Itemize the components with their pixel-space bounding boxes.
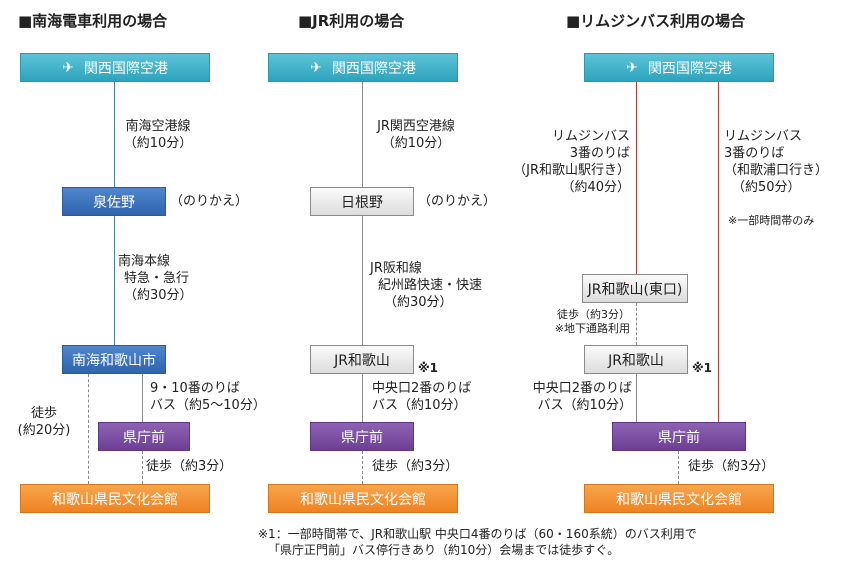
- limousine-station-box: JR和歌山: [584, 345, 688, 374]
- nankai-bus-note: 9・10番のりば バス（約5～10分）: [150, 380, 266, 414]
- jr-transfer-note: （のりかえ）: [418, 194, 497, 209]
- jr-final-walk-line: [362, 451, 363, 484]
- nankai-walk-note-line2: (約20分): [17, 423, 71, 438]
- jr-bus-stop: 県庁前: [310, 422, 414, 451]
- nankai-seg2-line1: 南海本線: [118, 254, 171, 269]
- limousine-route-b-note: ※一部時間帯のみ: [728, 214, 815, 227]
- nankai-walk-dashed-line: [88, 374, 89, 484]
- jr-seg2-line3: （約30分）: [384, 295, 453, 310]
- nankai-bus-note-line1: 9・10番のりば: [150, 381, 240, 396]
- nankai-bus-note-line2: バス（約5～10分）: [150, 398, 266, 413]
- limousine-underpass-line1: 徒歩（約3分）: [557, 308, 630, 321]
- jr-bus-note: 中央口2番のりば バス（約10分）: [372, 380, 471, 414]
- nankai-seg1-line2: （約10分）: [123, 136, 193, 151]
- jr-station-mark: ※1: [418, 361, 439, 375]
- nankai-seg2-label: 南海本線 特急・急行 （約30分）: [118, 253, 193, 304]
- nankai-airport-label: 関西国際空港: [83, 60, 168, 77]
- limousine-route-a-line4: （約40分）: [561, 180, 630, 195]
- nankai-walk-note: 徒歩 (約20分): [16, 405, 72, 439]
- jr-seg1-line2: （約10分）: [381, 136, 451, 151]
- footnote-line2: 「県庁正門前」バス停行きあり（約10分）会場までは徒歩すぐ。: [268, 543, 620, 557]
- limousine-airport-box: ✈ 関西国際空港: [584, 53, 774, 82]
- limousine-airport-label: 関西国際空港: [647, 60, 732, 77]
- nankai-walk-note-line1: 徒歩: [30, 406, 57, 421]
- nankai-seg2-line3: （約30分）: [124, 288, 193, 303]
- nankai-seg2-line2: 特急・急行: [124, 271, 190, 286]
- limousine-bus-note-line1: 中央口2番のりば: [532, 381, 632, 396]
- limousine-route-a-label: リムジンバス 3番のりば （JR和歌山駅行き） （約40分）: [500, 128, 630, 196]
- jr-airport-box: ✈ 関西国際空港: [268, 53, 458, 82]
- limousine-bus-line: [636, 374, 637, 422]
- jr-airport-label: 関西国際空港: [331, 60, 416, 77]
- nankai-main-line: [114, 82, 115, 350]
- limousine-final-walk-line: [678, 451, 679, 484]
- footnote-line1: ※1：一部時間帯で、JR和歌山駅 中央口4番のりば（60・160系統）のバス利用…: [258, 527, 697, 541]
- nankai-bus-stop: 県庁前: [98, 422, 190, 451]
- nankai-airport-box: ✈ 関西国際空港: [20, 53, 210, 82]
- jr-final-walk: 徒歩（約3分）: [372, 459, 459, 474]
- jr-seg1-label: JR関西空港線 （約10分）: [364, 118, 468, 152]
- jr-main-line: [362, 82, 363, 422]
- limousine-east-exit-box: JR和歌山(東口): [582, 274, 688, 303]
- jr-station-box: JR和歌山: [310, 345, 414, 374]
- jr-seg2-label: JR阪和線 紀州路快速・快速 （約30分）: [370, 260, 482, 311]
- footnote: ※1：一部時間帯で、JR和歌山駅 中央口4番のりば（60・160系統）のバス利用…: [258, 526, 697, 558]
- limousine-route-b-label: リムジンバス 3番のりば （和歌浦口行き） （約50分）: [724, 128, 828, 196]
- jr-bus-note-line1: 中央口2番のりば: [372, 381, 472, 396]
- limousine-bus-note-line2: バス（約10分）: [537, 398, 632, 413]
- nankai-transfer-note: （のりかえ）: [170, 194, 249, 209]
- limousine-route-a-line: [636, 82, 637, 274]
- jr-seg2-line1: JR阪和線: [370, 261, 422, 276]
- limousine-bus-note: 中央口2番のりば バス（約10分）: [508, 380, 632, 414]
- airplane-icon: ✈: [310, 59, 322, 76]
- nankai-venue: 和歌山県民文化会館: [20, 484, 210, 513]
- limousine-route-a-line2: 3番のりば: [569, 146, 630, 161]
- nankai-seg1-label: 南海空港線 （約10分）: [116, 118, 200, 152]
- nankai-transfer-station: 泉佐野: [62, 187, 166, 216]
- limousine-underpass-line: [636, 303, 637, 345]
- nankai-seg1-line1: 南海空港線: [125, 119, 191, 134]
- limousine-venue: 和歌山県民文化会館: [584, 484, 774, 513]
- limousine-final-walk: 徒歩（約3分）: [688, 459, 775, 474]
- airplane-icon: ✈: [626, 59, 638, 76]
- nankai-station-box: 南海和歌山市: [62, 345, 166, 374]
- limousine-route-b-line3: （和歌浦口行き）: [724, 163, 829, 178]
- limousine-station-mark: ※1: [692, 361, 713, 375]
- jr-venue: 和歌山県民文化会館: [268, 484, 458, 513]
- nankai-final-walk-line: [142, 451, 143, 484]
- nankai-title: ■南海電車利用の場合: [18, 12, 168, 30]
- limousine-route-a-line3: （JR和歌山駅行き）: [513, 163, 630, 178]
- limousine-route-b-line1: リムジンバス: [724, 129, 803, 144]
- jr-title: ■JR利用の場合: [298, 12, 405, 30]
- limousine-route-b-line: [718, 82, 719, 422]
- nankai-bus-line: [142, 374, 143, 422]
- limousine-title: ■リムジンバス利用の場合: [566, 12, 746, 30]
- limousine-bus-stop: 県庁前: [612, 422, 746, 451]
- limousine-route-a-line1: リムジンバス: [551, 129, 630, 144]
- limousine-route-b-line4: （約50分）: [732, 180, 801, 195]
- jr-seg1-line1: JR関西空港線: [377, 119, 455, 134]
- jr-bus-note-line2: バス（約10分）: [372, 398, 467, 413]
- airplane-icon: ✈: [62, 59, 74, 76]
- limousine-underpass-note: 徒歩（約3分） ※地下通路利用: [520, 308, 630, 336]
- nankai-final-walk: 徒歩（約3分）: [146, 459, 233, 474]
- jr-transfer-station: 日根野: [310, 187, 414, 216]
- jr-seg2-line2: 紀州路快速・快速: [378, 278, 483, 293]
- limousine-underpass-line2: ※地下通路利用: [554, 322, 630, 335]
- limousine-route-b-line2: 3番のりば: [724, 146, 785, 161]
